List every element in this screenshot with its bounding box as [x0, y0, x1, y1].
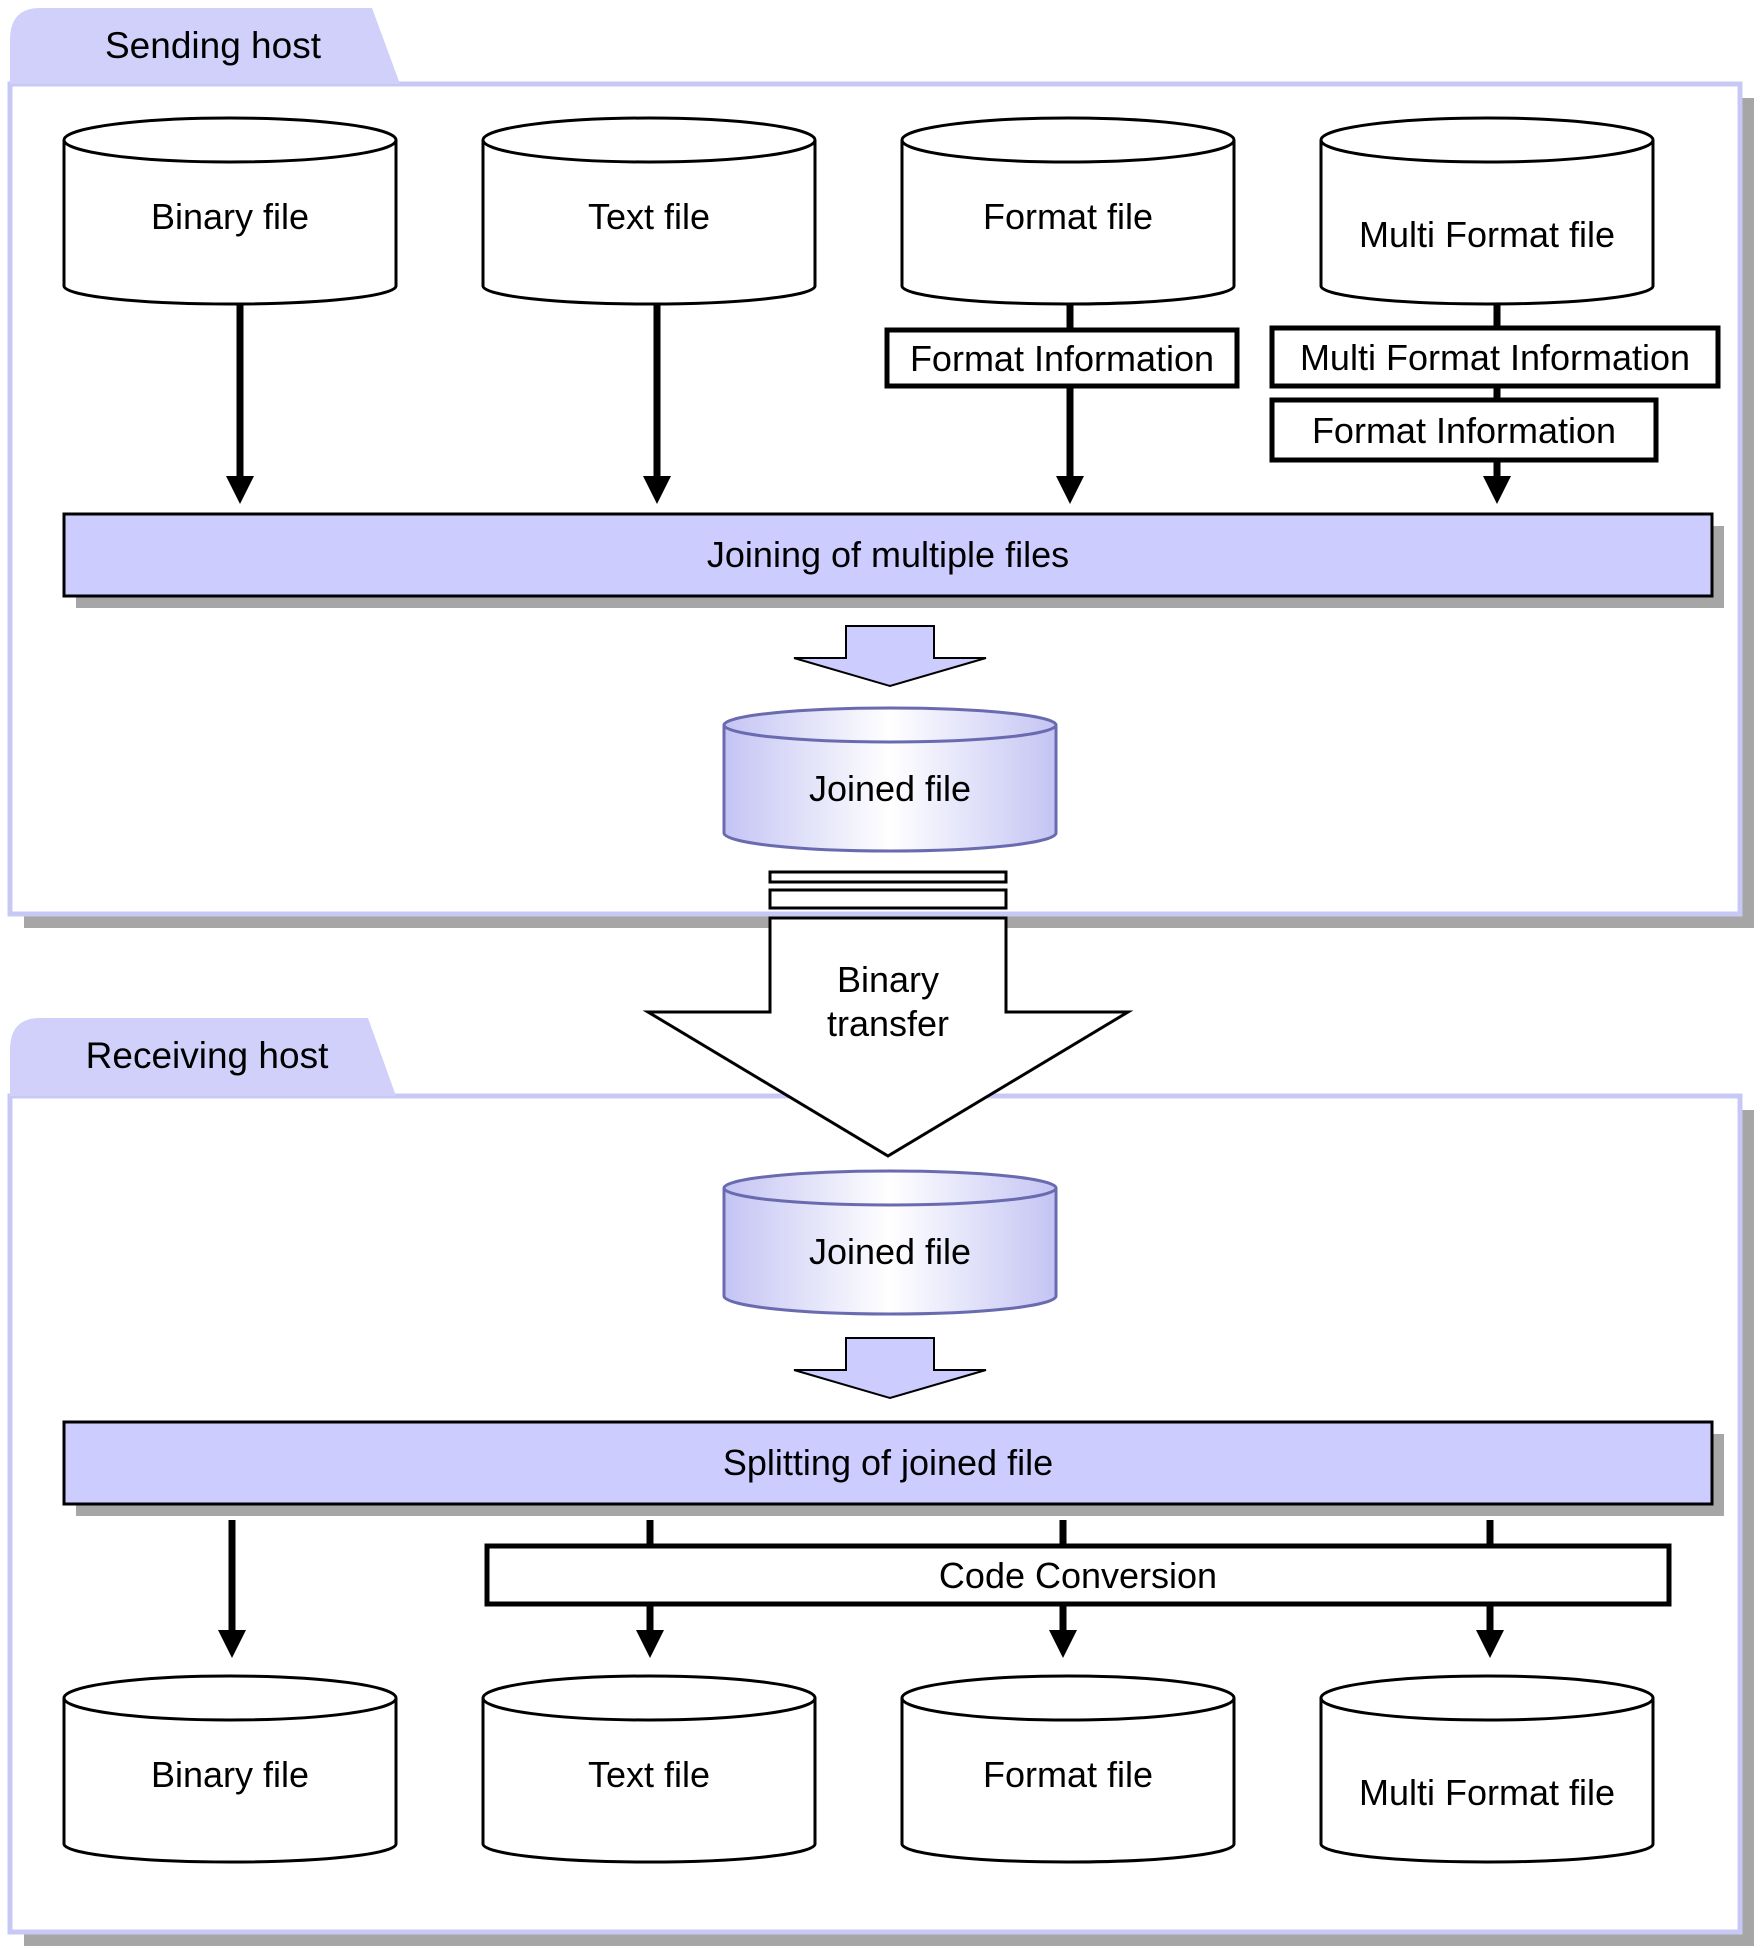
splitting-bar: Splitting of joined file [62, 1420, 1724, 1516]
code-conversion-box: Code Conversion [484, 1543, 1672, 1607]
receiving-text-file-label: Text file [588, 1754, 710, 1795]
joining-bar-label: Joining of multiple files [707, 534, 1069, 575]
text-down-arrow-head [643, 476, 671, 504]
splitting-block-arrow [793, 1337, 987, 1400]
joining-bar: Joining of multiple files [62, 512, 1724, 608]
transfer-band-top [768, 870, 1008, 884]
text-out-arrow-head [636, 1630, 664, 1658]
receiving-multi-format-file-label: Multi Format file [1359, 1772, 1615, 1813]
receiving-format-file-cylinder: Format file [900, 1674, 1236, 1864]
multi-format-sub-information-box: Format Information [1269, 397, 1659, 463]
receiving-host-tab [10, 1018, 396, 1096]
transfer-label-line2: transfer [827, 1003, 949, 1044]
format-out-arrow-head [1049, 1630, 1077, 1658]
transfer-band-bottom [768, 888, 1008, 910]
multi-format-information-box: Multi Format Information [1269, 325, 1721, 389]
sending-binary-file-cylinder: Binary file [62, 116, 398, 306]
splitting-bar-label: Splitting of joined file [723, 1442, 1053, 1483]
binary-down-arrow-head [226, 476, 254, 504]
sending-joined-file-cylinder: Joined file [722, 706, 1058, 853]
sending-text-file-cylinder: Text file [481, 116, 817, 306]
sending-format-file-label: Format file [983, 196, 1153, 237]
code-conversion-label: Code Conversion [939, 1555, 1217, 1596]
receiving-text-file-cylinder: Text file [481, 1674, 817, 1864]
receiving-host-title: Receiving host [86, 1035, 329, 1076]
receiving-multi-format-file-cylinder: Multi Format file [1319, 1674, 1655, 1864]
binary-transfer-arrow: Binary transfer [642, 870, 1134, 1158]
receiving-binary-file-label: Binary file [151, 1754, 309, 1795]
receiving-joined-file-label: Joined file [809, 1231, 971, 1272]
multi-format-out-arrow-head [1476, 1630, 1504, 1658]
binary-out-arrow-head [218, 1630, 246, 1658]
transfer-label-line1: Binary [837, 959, 939, 1000]
format-information-box: Format Information [884, 327, 1240, 389]
sending-text-file-label: Text file [588, 196, 710, 237]
multi-format-sub-information-label: Format Information [1312, 410, 1616, 451]
multi-format-information-label: Multi Format Information [1300, 337, 1690, 378]
receiving-format-file-label: Format file [983, 1754, 1153, 1795]
joining-block-arrow [793, 625, 987, 688]
receiving-binary-file-cylinder: Binary file [62, 1674, 398, 1864]
sending-format-file-cylinder: Format file [900, 116, 1236, 306]
receiving-joined-file-cylinder: Joined file [722, 1169, 1058, 1316]
transfer-arrow-body [642, 916, 1134, 1158]
sending-binary-file-label: Binary file [151, 196, 309, 237]
format-information-label: Format Information [910, 338, 1214, 379]
sending-joined-file-label: Joined file [809, 768, 971, 809]
sending-multi-format-file-label: Multi Format file [1359, 214, 1615, 255]
format-down-arrow-head [1056, 476, 1084, 504]
multi-format-down-arrow-head [1483, 476, 1511, 504]
sending-host-tab [10, 8, 400, 84]
sending-host-title: Sending host [105, 25, 322, 66]
sending-multi-format-file-cylinder: Multi Format file [1319, 116, 1655, 306]
